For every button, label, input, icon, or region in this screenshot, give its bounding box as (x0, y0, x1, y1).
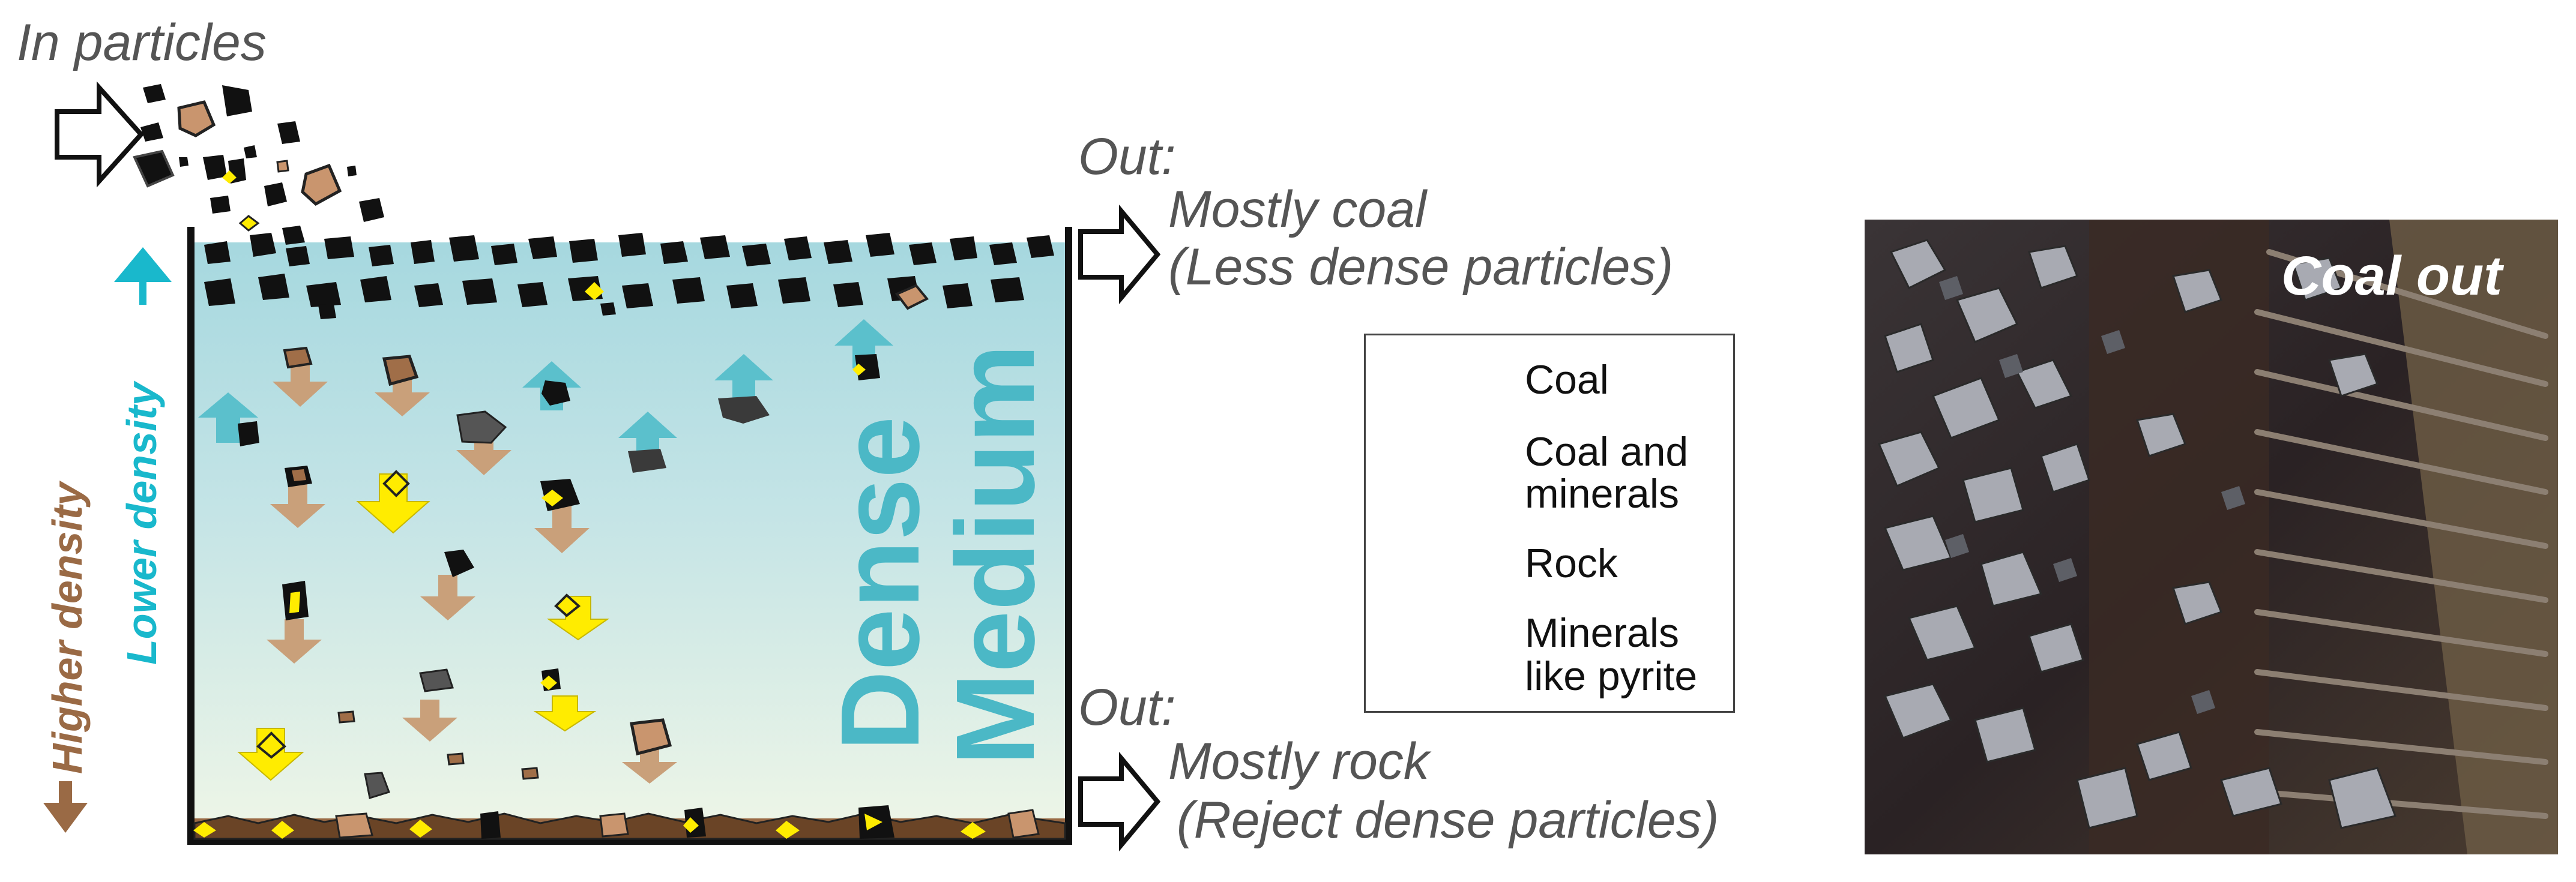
legend-coal-minerals-line1: Coal and (1525, 429, 1689, 475)
tank-walls (187, 227, 1072, 845)
floating-coal-mineral (585, 282, 604, 300)
lower-density-arrow-icon (114, 247, 172, 305)
dense-medium-fill (191, 242, 1067, 840)
coal-photo (1865, 220, 2558, 854)
settled-rock-layer (193, 805, 1066, 840)
incoming-particles (133, 84, 384, 245)
legend-rock-label: Rock (1525, 541, 1618, 586)
in-particles-label: In particles (17, 14, 267, 71)
out-top-title: Out: (1078, 128, 1176, 185)
legend (1364, 334, 1735, 713)
out-top-line2: (Less dense particles) (1168, 238, 1674, 296)
out-bottom-line1: Mostly rock (1168, 733, 1429, 790)
higher-density-arrow-icon (43, 781, 88, 833)
input-arrow-icon (55, 81, 145, 188)
out-top-line1: Mostly coal (1168, 181, 1427, 238)
dense-medium-line2: Medium (934, 344, 1058, 766)
out-bottom-line2: (Reject dense particles) (1177, 791, 1719, 849)
photo-caption: Coal out (2281, 245, 2502, 307)
legend-minerals-line2: like pyrite (1525, 653, 1698, 699)
higher-density-label: Higher density (44, 482, 91, 774)
legend-minerals-line1: Minerals (1525, 610, 1679, 656)
dense-medium-line1: Dense (818, 416, 943, 751)
output-top-arrow-icon (1078, 204, 1161, 305)
suspended-particles (238, 346, 880, 799)
sinking-arrows (267, 354, 677, 784)
legend-coal-label: Coal (1525, 357, 1609, 403)
lower-density-label: Lower density (118, 382, 165, 665)
legend-coal-minerals-line2: minerals (1525, 471, 1679, 517)
out-bottom-title: Out: (1078, 679, 1176, 736)
output-bottom-arrow-icon (1078, 751, 1161, 852)
